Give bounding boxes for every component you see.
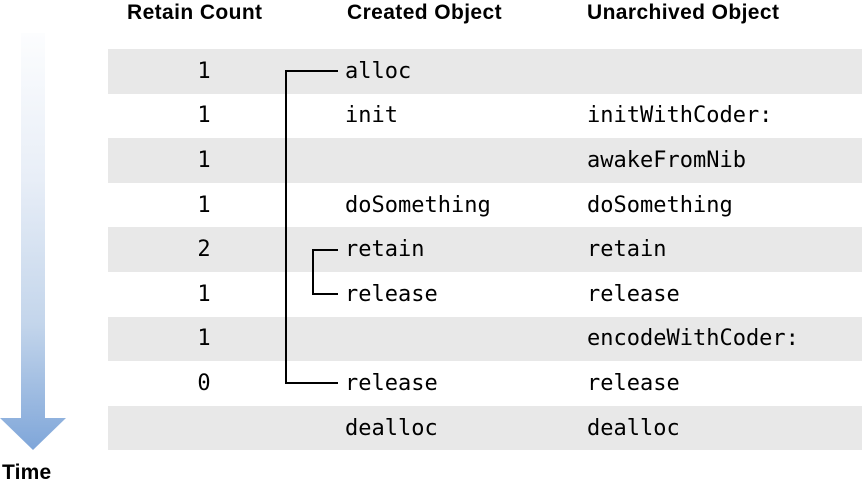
table-row: 1 init initWithCoder: xyxy=(108,94,862,139)
retain-count-value: 2 xyxy=(197,237,211,263)
unarchived-object-method: awakeFromNib xyxy=(587,147,746,173)
created-object-method: doSomething xyxy=(345,192,491,218)
table-row: 1 alloc xyxy=(108,49,862,94)
created-object-method: retain xyxy=(345,237,425,263)
created-object-method: release xyxy=(345,370,438,396)
column-header-unarchived-object: Unarchived Object xyxy=(587,1,780,24)
bracket-retain-release-vertical-line xyxy=(312,249,314,295)
column-header-created-object: Created Object xyxy=(347,1,502,24)
retain-count-value: 1 xyxy=(197,281,211,307)
table-row: 1 awakeFromNib xyxy=(108,138,862,183)
time-arrow-icon xyxy=(0,33,66,450)
table-row: dealloc dealloc xyxy=(108,405,862,451)
column-header-retain-count: Retain Count xyxy=(127,1,263,24)
table-row: 1 doSomething doSomething xyxy=(108,183,862,228)
bracket-alloc-stub-line xyxy=(285,70,338,72)
table-row: 2 retain retain xyxy=(108,227,862,272)
table-row: 1 release release xyxy=(108,272,862,317)
created-object-method: init xyxy=(345,103,398,129)
created-object-method: alloc xyxy=(345,58,412,84)
retain-count-value: 1 xyxy=(197,192,211,218)
retain-count-value: 1 xyxy=(197,58,211,84)
bracket-release-stub-line xyxy=(285,382,338,384)
unarchived-object-method: release xyxy=(587,370,680,396)
lifecycle-table: 1 alloc 1 init initWithCoder: 1 awakeFro… xyxy=(108,49,862,451)
time-axis-label: Time xyxy=(2,461,52,484)
bracket-alloc-release-vertical-line xyxy=(285,70,287,384)
retain-count-value: 0 xyxy=(197,370,211,396)
retain-count-value xyxy=(108,406,300,451)
retain-count-value: 1 xyxy=(197,103,211,129)
table-row: 1 encodeWithCoder: xyxy=(108,316,862,362)
unarchived-object-method: initWithCoder: xyxy=(587,103,773,129)
created-object-method: dealloc xyxy=(345,415,438,441)
unarchived-object-method: release xyxy=(587,281,680,307)
unarchived-object-method: encodeWithCoder: xyxy=(587,326,799,352)
bracket-retain-stub-line xyxy=(312,249,338,251)
unarchived-object-method: retain xyxy=(587,237,667,263)
retain-count-value: 1 xyxy=(197,147,211,173)
retain-count-value: 1 xyxy=(197,326,211,352)
table-row: 0 release release xyxy=(108,361,862,406)
bracket-inner-release-stub-line xyxy=(312,293,338,295)
created-object-method: release xyxy=(345,281,438,307)
unarchived-object-method: dealloc xyxy=(587,415,680,441)
unarchived-object-method: doSomething xyxy=(587,192,733,218)
